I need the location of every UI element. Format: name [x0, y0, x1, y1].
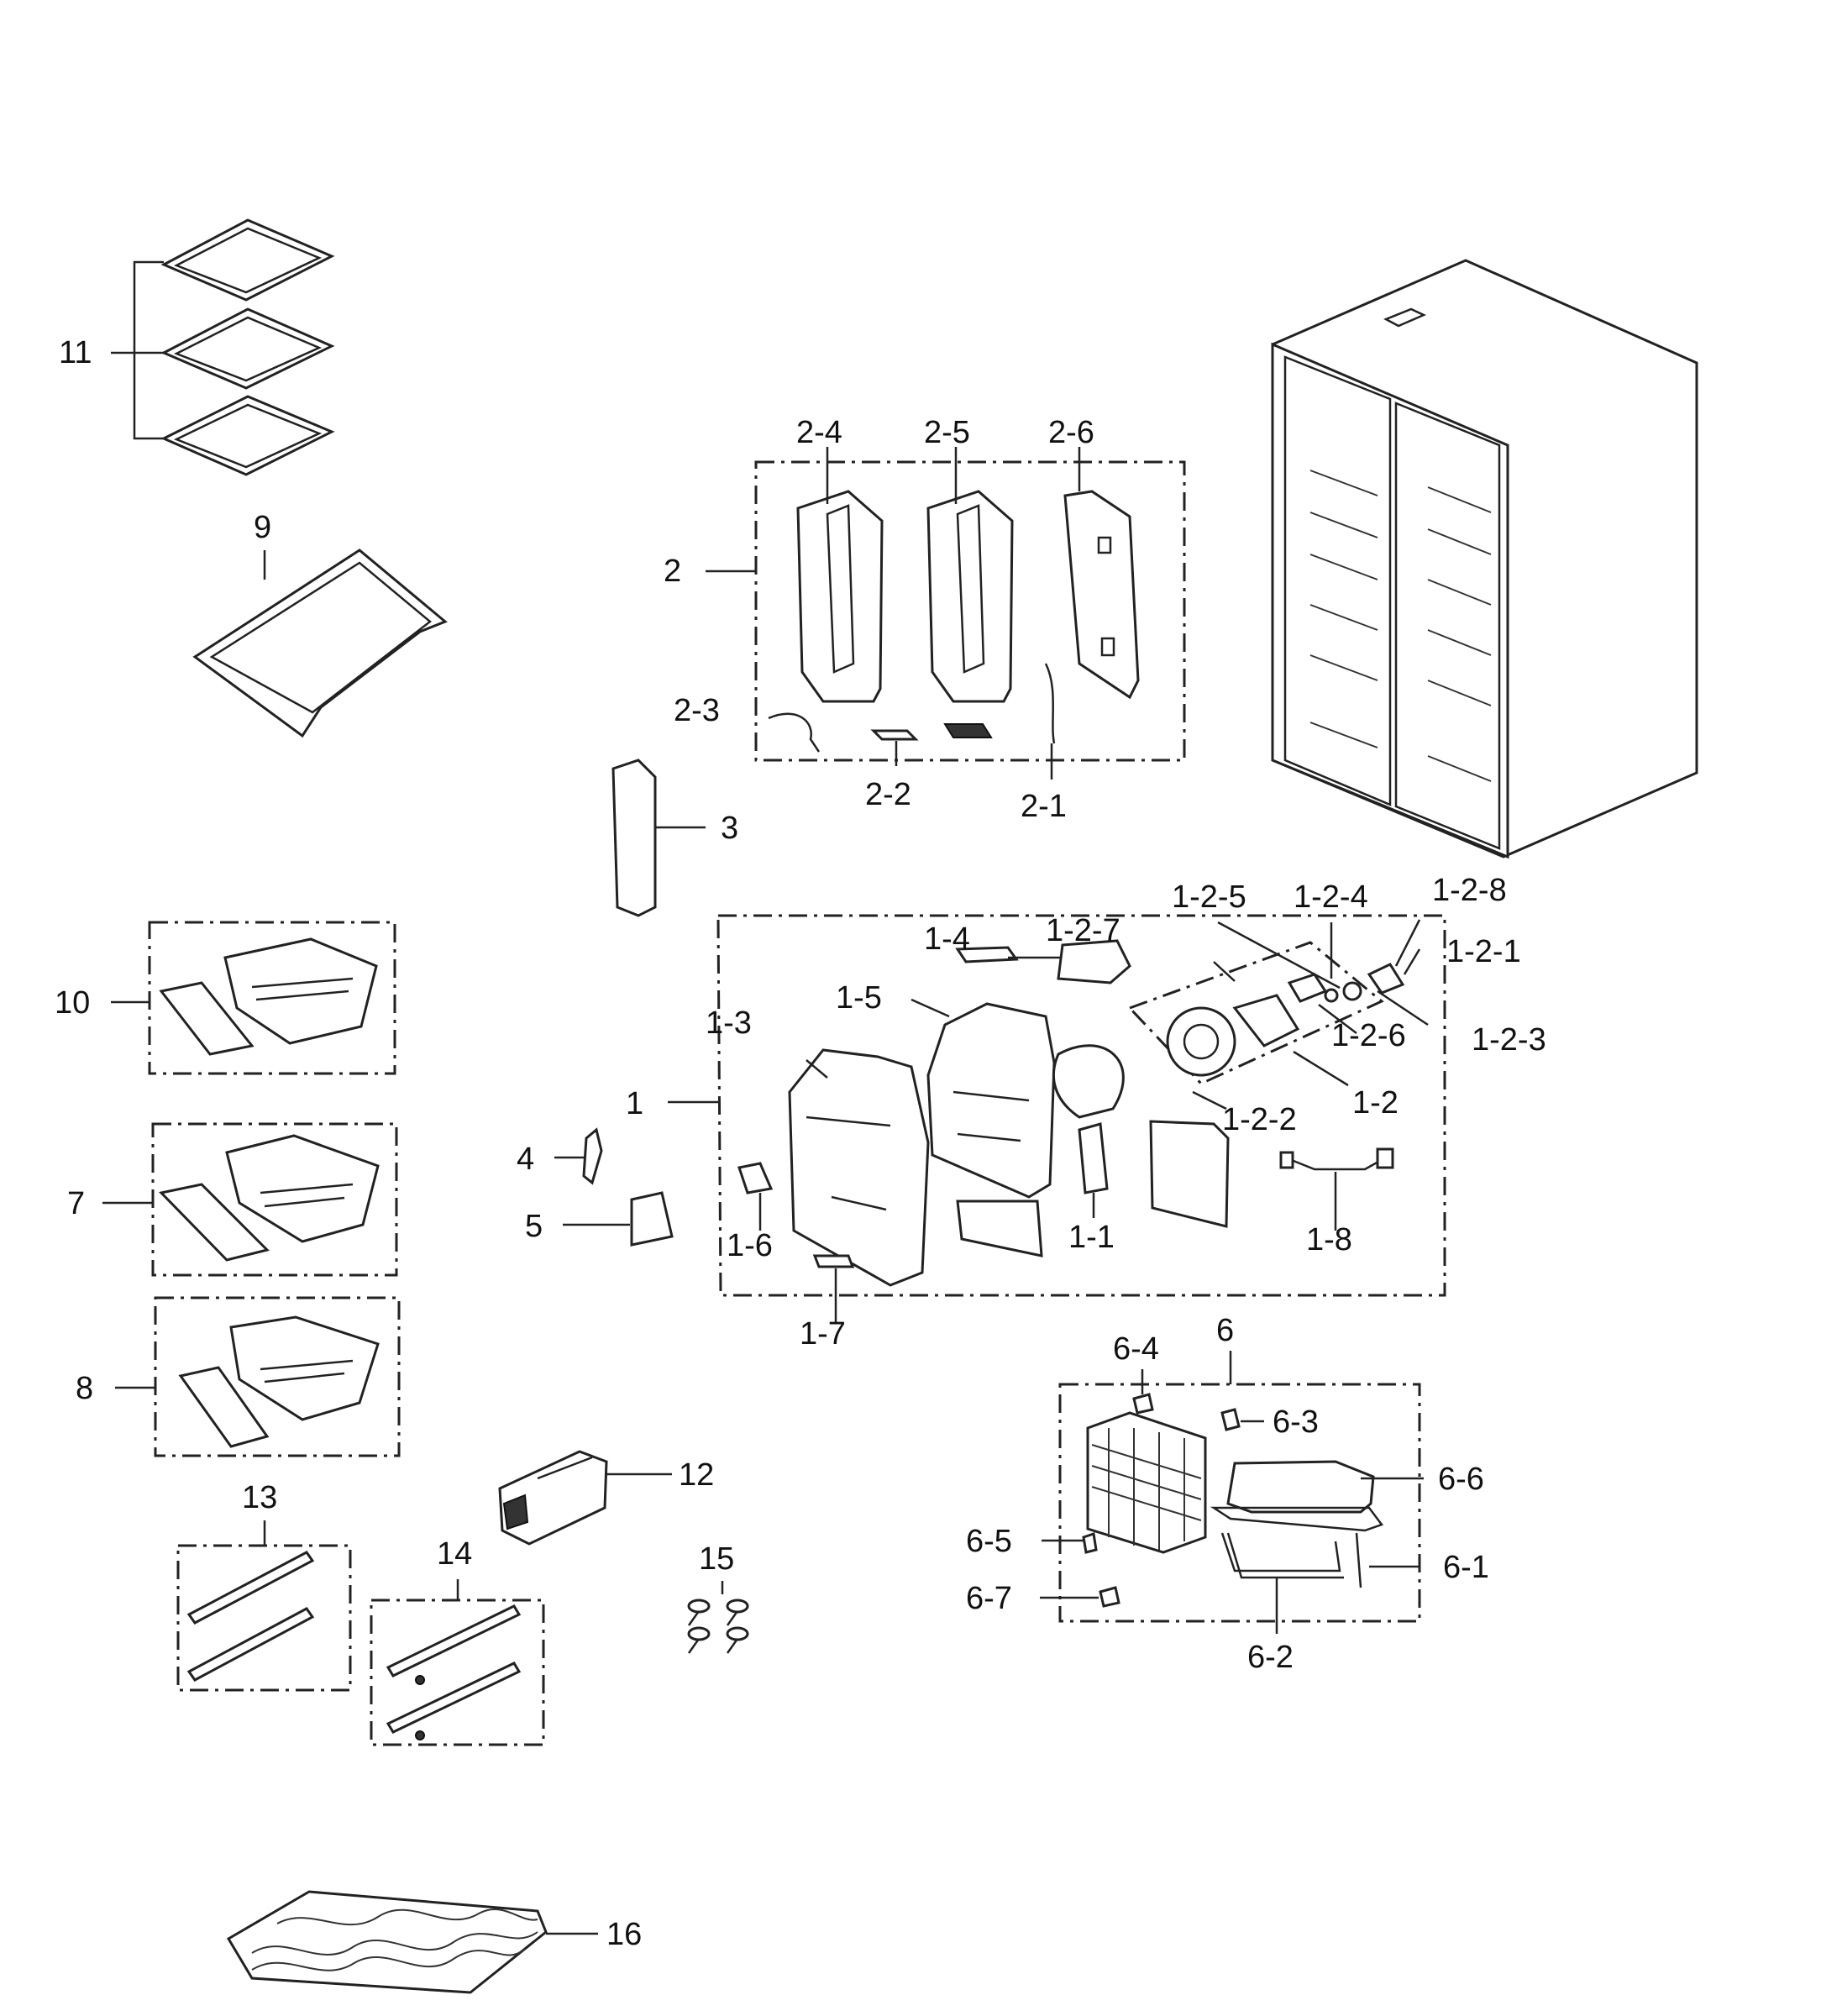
label-1-2-8: 1-2-8 [1432, 873, 1507, 908]
label-1: 1 [626, 1086, 643, 1121]
part-12-module [498, 1450, 672, 1546]
label-1-2-3: 1-2-3 [1472, 1022, 1546, 1058]
label-2-3: 2-3 [674, 693, 720, 728]
label-2-5: 2-5 [924, 415, 970, 450]
label-6-1: 6-1 [1443, 1550, 1489, 1585]
part-16-wire-rack [226, 1890, 598, 1994]
label-4: 4 [517, 1142, 534, 1177]
label-1-7: 1-7 [800, 1316, 846, 1352]
label-10: 10 [55, 985, 90, 1021]
label-5: 5 [525, 1209, 543, 1244]
label-12: 12 [679, 1457, 714, 1493]
label-1-2-6: 1-2-6 [1331, 1018, 1406, 1053]
label-6-6: 6-6 [1438, 1462, 1484, 1497]
label-14: 14 [437, 1536, 472, 1572]
label-1-1: 1-1 [1068, 1220, 1115, 1255]
label-11: 11 [59, 335, 92, 370]
label-9: 9 [254, 510, 271, 545]
label-1-2-2: 1-2-2 [1222, 1102, 1297, 1137]
part-4 [554, 1127, 603, 1185]
label-3: 3 [721, 811, 738, 846]
label-1-5: 1-5 [836, 980, 882, 1016]
part-2-group [706, 447, 1186, 780]
label-2-2: 2-2 [865, 777, 911, 812]
label-1-3: 1-3 [706, 1005, 752, 1041]
label-6-2: 6-2 [1247, 1640, 1294, 1675]
refrigerator-cabinet [1271, 259, 1698, 859]
label-1-8: 1-8 [1306, 1222, 1352, 1257]
label-1-6: 1-6 [727, 1228, 773, 1263]
part-14-rails [370, 1579, 545, 1746]
label-6-5: 6-5 [966, 1524, 1012, 1559]
label-1-2-1: 1-2-1 [1446, 934, 1521, 969]
part-15-screws [687, 1581, 749, 1654]
part-3-cover [611, 759, 706, 917]
label-8: 8 [76, 1371, 93, 1406]
label-13: 13 [242, 1480, 277, 1515]
label-1-2-5: 1-2-5 [1172, 879, 1246, 915]
part-11-shelves [111, 218, 335, 476]
label-6-7: 6-7 [966, 1581, 1012, 1616]
label-15: 15 [699, 1541, 734, 1577]
label-16: 16 [606, 1917, 642, 1952]
label-6: 6 [1216, 1313, 1234, 1348]
part-7-bin [102, 1122, 398, 1277]
part-10-bin [111, 921, 396, 1075]
label-1-2-4: 1-2-4 [1294, 879, 1368, 915]
label-1-4: 1-4 [924, 921, 970, 957]
label-6-4: 6-4 [1113, 1331, 1159, 1367]
part-8-bin [115, 1296, 401, 1457]
label-2-1: 2-1 [1021, 789, 1067, 824]
label-1-2: 1-2 [1352, 1085, 1399, 1121]
part-5 [563, 1191, 674, 1247]
label-2-6: 2-6 [1048, 415, 1094, 450]
part-1-group [668, 914, 1446, 1323]
label-7: 7 [67, 1186, 85, 1221]
part-6-group [1040, 1351, 1424, 1634]
part-13-rails [176, 1520, 352, 1692]
label-1-2-7: 1-2-7 [1046, 913, 1120, 948]
label-2-4: 2-4 [796, 415, 842, 450]
label-6-3: 6-3 [1273, 1404, 1319, 1440]
label-2: 2 [664, 554, 681, 589]
part-9-shelf [192, 549, 448, 738]
